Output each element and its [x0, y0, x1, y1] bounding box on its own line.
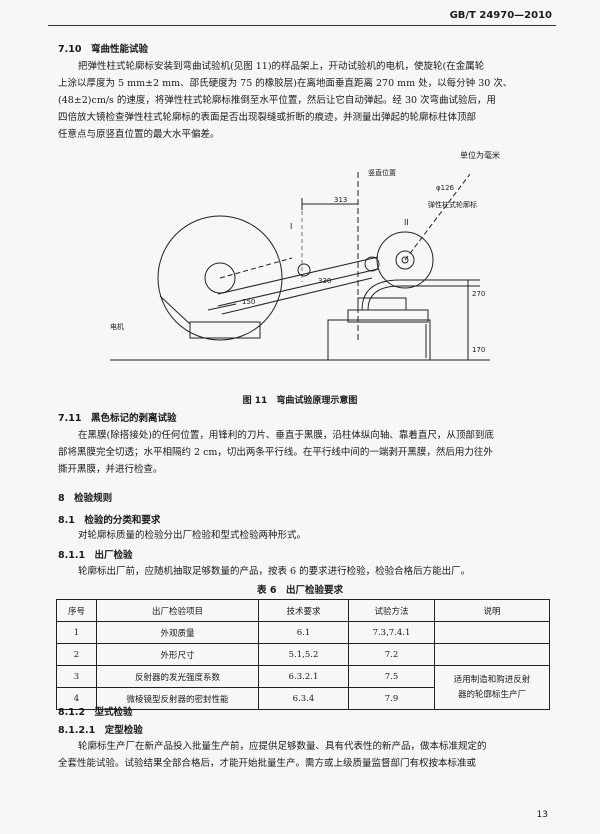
cell-requirement: 5.1,5.2: [258, 643, 349, 666]
dim-270: 270: [472, 290, 486, 298]
cell-method: 7.9: [348, 687, 435, 710]
label-wheel-II: II: [404, 218, 409, 227]
cell-requirement: 6.3.4: [258, 687, 349, 710]
cell-no: 1: [56, 621, 97, 644]
cell-note-merged: 适用制造和购进反射 器的轮廓标生产厂: [434, 665, 550, 710]
section-8-1-2-title: 8.1.2 型式检验: [58, 707, 133, 718]
col-header-item: 出厂检验项目: [96, 599, 259, 622]
dim-313: 313: [334, 196, 348, 204]
cell-no: 3: [56, 665, 97, 688]
label-phi126: φ126: [436, 184, 454, 192]
section-7-10-body: 把弹性柱式轮廓标安装到弯曲试验机(见图 11)的样品架上，开动试验机的电机，使旋…: [58, 58, 558, 143]
col-header-no: 序号: [56, 599, 97, 622]
cell-method: 7.2: [348, 643, 435, 666]
s8121-line-1: 轮廓标生产厂在新产品投入批量生产前，应提供足够数量、具有代表性的新产品，做本标准…: [78, 741, 487, 752]
cell-item: 外观质量: [96, 621, 259, 644]
circle-I: [157, 215, 283, 341]
table-row: 4 微棱镜型反射器的密封性能 6.3.4 7.9: [56, 687, 550, 710]
table-row: 3 反射器的发光强度系数 6.3.2.1 7.5 适用制造和购进反射 器的轮廓标…: [56, 665, 550, 710]
section-7-10-title: 7.10 弯曲性能试验: [58, 44, 148, 55]
note-line-1: 适用制造和购进反射: [453, 674, 531, 685]
section-8-1-body: 对轮廓标质量的检验分出厂检验和型式检验两种形式。: [78, 530, 307, 541]
s711-line-1: 在黑膜(除搭接处)的任何位置，用锋利的刀片、垂直于黑膜，沿柱体纵向轴、靠着直尺，…: [78, 430, 494, 441]
label-circle-I: I: [290, 222, 293, 231]
table-6: 序号 出厂检验项目 技术要求 试验方法 说明 1 外观质量 6.1 7.3,7.…: [56, 599, 550, 710]
col-header-note: 说明: [434, 599, 550, 622]
note-line-2: 器的轮廓标生产厂: [457, 689, 526, 700]
label-vertical-position: 竖直位置: [368, 169, 396, 177]
cell-method: 7.3,7.4.1: [348, 621, 435, 644]
table-6-caption: 表 6 出厂检验要求: [257, 585, 343, 596]
dim-170: 170: [472, 346, 486, 354]
section-8-1-2-1-body: 轮廓标生产厂在新产品投入批量生产前，应提供足够数量、具有代表性的新产品，做本标准…: [58, 738, 558, 772]
standard-number: GB/T 24970—2010: [449, 10, 552, 21]
figure-unit-label: 单位为毫米: [460, 151, 500, 160]
wheel-II: [376, 231, 434, 289]
section-8-1-1-body: 轮廓标出厂前，应随机抽取足够数量的产品，按表 6 的要求进行检验，检验合格后方能…: [78, 566, 471, 577]
section-7-11-body: 在黑膜(除搭接处)的任何位置，用锋利的刀片、垂直于黑膜，沿柱体纵向轴、靠着直尺，…: [58, 427, 558, 478]
label-motor: 电机: [110, 323, 124, 331]
figure-caption: 图 11 弯曲试验原理示意图: [242, 396, 358, 406]
s710-line-1: 把弹性柱式轮廓标安装到弯曲试验机(见图 11)的样品架上，开动试验机的电机，使旋…: [78, 61, 485, 72]
s711-line-2: 部将黑膜完全切透；水平相隔约 2 cm，切出两条平行线。在平行线中间的一端剥开黑…: [58, 447, 493, 458]
cell-requirement: 6.3.2.1: [258, 665, 349, 688]
table-row: 1 外观质量 6.1 7.3,7.4.1: [56, 621, 550, 644]
s711-line-3: 撕开黑膜，并进行检查。: [58, 464, 163, 475]
cell-no: 2: [56, 643, 97, 666]
s710-line-4: 四倍放大镜检查弹性柱式轮廓标的表面是否出现裂缝或折断的痕迹，并测量出弹起的轮廓标…: [58, 112, 477, 123]
section-8-1-title: 8.1 检验的分类和要求: [58, 515, 161, 526]
page-number: 13: [536, 810, 548, 820]
bending-test-diagram: [110, 172, 490, 361]
cell-note: [434, 643, 550, 666]
s710-line-3: (48±2)cm/s 的速度，将弹性柱式轮廓标推倒至水平位置，然后让它自动弹起。…: [58, 95, 497, 106]
s8121-line-2: 全套性能试验。试验结果全部合格后，才能开始批量生产。需方或上级质量监督部门有权按…: [58, 758, 477, 769]
section-8-1-2-1-title: 8.1.2.1 定型检验: [58, 725, 143, 736]
cell-requirement: 6.1: [258, 621, 349, 644]
dim-330: 330: [318, 277, 332, 285]
table-row: 2 外形尺寸 5.1,5.2 7.2: [56, 643, 550, 666]
cell-item: 外形尺寸: [96, 643, 259, 666]
section-8-1-1-title: 8.1.1 出厂检验: [58, 550, 133, 561]
col-header-requirement: 技术要求: [258, 599, 349, 622]
section-7-11-title: 7.11 黑色标记的剥离试验: [58, 413, 177, 424]
s710-line-5: 任意点与原竖直位置的最大水平偏差。: [58, 129, 220, 140]
cell-item: 反射器的发光强度系数: [96, 665, 259, 688]
table-header-row: 序号 出厂检验项目 技术要求 试验方法 说明: [56, 599, 550, 622]
cell-method: 7.5: [348, 665, 435, 688]
dim-150: 150: [242, 298, 256, 306]
label-elastic-post: 弹性柱式轮廓标: [428, 201, 477, 209]
s710-line-2: 上涂以厚度为 5 mm±2 mm、邵氏硬度为 75 的橡胶层)在离地面垂直距离 …: [58, 78, 513, 89]
header-rule: [48, 25, 556, 26]
section-8-title: 8 检验规则: [58, 493, 113, 504]
col-header-method: 试验方法: [348, 599, 435, 622]
cell-note: [434, 621, 550, 644]
